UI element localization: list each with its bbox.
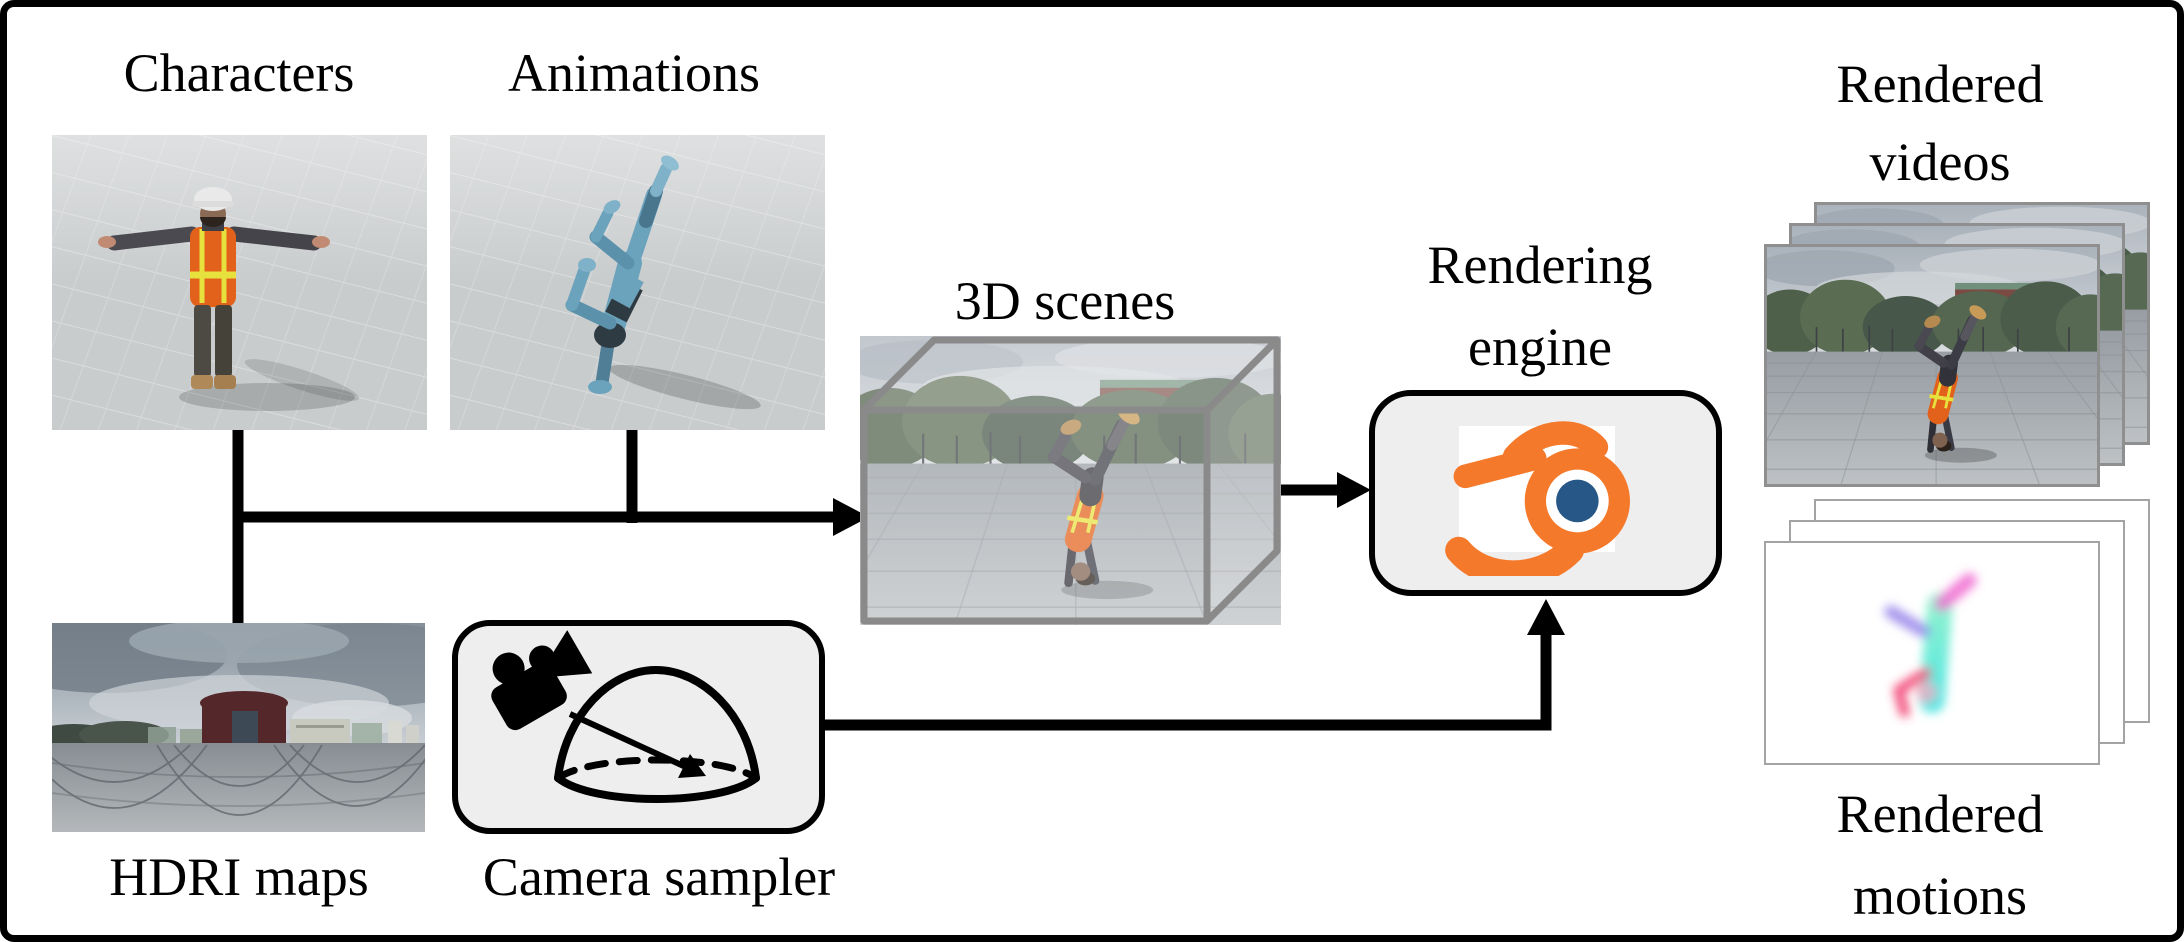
optical-flow-image — [1766, 543, 2098, 763]
animations-label: Animations — [508, 43, 760, 103]
videos-label-line1: Rendered — [1836, 54, 2044, 114]
motions-label-line1: Rendered — [1836, 784, 2044, 844]
video-frame-front — [1764, 244, 2100, 487]
camera-sampler-label: Camera sampler — [482, 847, 836, 907]
animations-image — [450, 135, 825, 430]
arrowhead-into-engine-bottom — [1527, 599, 1565, 635]
rendering-engine-box — [1369, 390, 1722, 596]
hdri-skyline — [52, 691, 419, 750]
worker-character — [98, 187, 360, 411]
robot-character — [565, 155, 761, 410]
characters-label: Characters — [123, 43, 355, 103]
engine-label-line2: engine — [1468, 317, 1612, 377]
camera-sampler-box — [452, 620, 825, 834]
camera-to-engine-line — [825, 629, 1552, 731]
camera-sample-arrow — [568, 711, 706, 778]
videos-label-line2: videos — [1869, 132, 2011, 192]
motions-label-line2: motions — [1852, 866, 2028, 926]
hdri-pavement-curves — [52, 744, 425, 816]
cube-edges — [860, 336, 1281, 625]
engine-label: Rendering engine — [1340, 224, 1740, 388]
motion-frame-front — [1764, 541, 2100, 765]
blender-logo — [1445, 421, 1630, 576]
engine-label-line1: Rendering — [1427, 235, 1653, 295]
hdri-label: HDRI maps — [109, 847, 369, 907]
characters-image — [52, 135, 427, 430]
video-camera-icon — [491, 630, 593, 731]
motions-label: Rendered motions — [1790, 773, 2090, 935]
arrowhead-into-scenes — [833, 498, 869, 536]
hdri-image — [52, 623, 425, 832]
scenes-label: 3D scenes — [954, 271, 1176, 331]
videos-label: Rendered videos — [1790, 45, 2090, 201]
flow-arrows — [232, 430, 1565, 731]
hemisphere-dome-icon — [554, 665, 760, 803]
arrowhead-into-engine-left — [1337, 472, 1371, 508]
scene-cube — [860, 336, 1281, 625]
